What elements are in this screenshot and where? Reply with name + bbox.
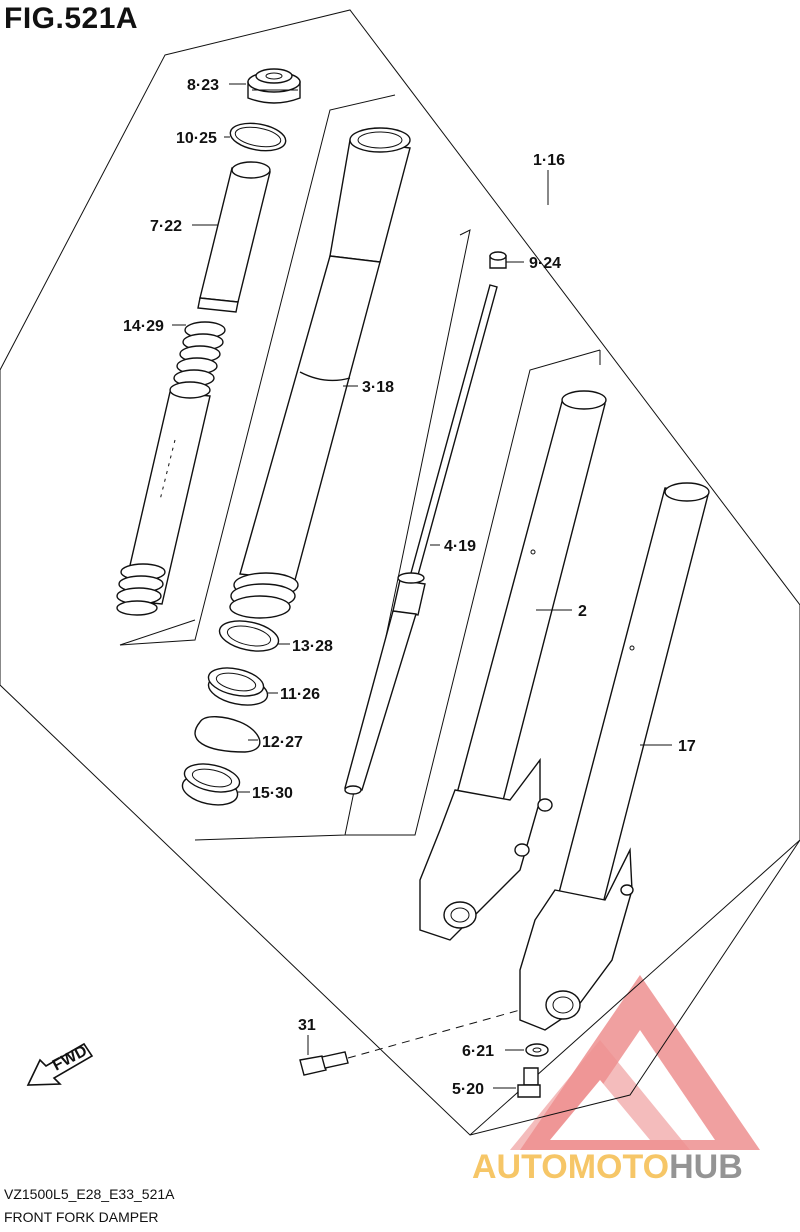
callout-11-26: 11·26 — [280, 686, 320, 703]
spacer-part — [197, 161, 271, 313]
callout-7-22: 7·22 — [150, 218, 182, 235]
callout-2: 2 — [578, 603, 587, 620]
nut-part — [489, 251, 507, 269]
watermark-text: AUTOMOTOHUB — [472, 1148, 743, 1186]
subassembly-box-middle — [194, 229, 471, 841]
callout-12-27: 12·27 — [262, 734, 303, 751]
callout-31: 31 — [298, 1017, 316, 1034]
fwd-label: FWD — [50, 1042, 90, 1074]
bolt-part — [299, 1009, 521, 1076]
callout-10-25: 10·25 — [176, 130, 217, 147]
small-washer-part — [525, 1043, 549, 1057]
leader-lines — [172, 83, 672, 1089]
dust-seal-part — [181, 763, 241, 806]
inner-tube-right-part — [519, 482, 710, 1031]
callout-6-21: 6·21 — [462, 1043, 494, 1060]
callout-9-24: 9·24 — [529, 255, 561, 272]
watermark-hub: HUB — [669, 1148, 743, 1186]
callout-14-29: 14·29 — [123, 318, 164, 335]
subassembly-box-bottom-right — [469, 839, 800, 1136]
figure-title: FIG.521A — [4, 2, 139, 35]
callout-13-28: 13·28 — [292, 638, 333, 655]
plug-bolt-part — [517, 1067, 541, 1098]
watermark-moto: MOTO — [568, 1148, 669, 1186]
watermark-logo — [510, 975, 760, 1150]
callout-17: 17 — [678, 738, 696, 755]
oil-seal-part — [207, 667, 269, 706]
assembly-outline — [0, 9, 800, 1136]
footer-diagram-code: VZ1500L5_E28_E33_521A — [4, 1186, 175, 1202]
o-ring-part — [229, 122, 287, 152]
spring-part — [116, 321, 226, 616]
outer-tube-part — [229, 127, 411, 619]
stopper-ring-part — [194, 716, 261, 753]
subassembly-box-left-bottom — [119, 619, 196, 646]
callout-15-30: 15·30 — [252, 785, 293, 802]
callout-8-23: 8·23 — [187, 77, 219, 94]
callout-1-16: 1·16 — [533, 152, 565, 169]
watermark-auto: AUTO — [472, 1148, 568, 1186]
callout-5-20: 5·20 — [452, 1081, 484, 1098]
damper-rod-part — [344, 284, 498, 795]
subassembly-box-left — [119, 94, 396, 646]
callout-4-19: 4·19 — [444, 538, 476, 555]
callout-3-18: 3·18 — [362, 379, 394, 396]
cap-bolt-part — [247, 68, 301, 104]
inner-tube-part — [419, 390, 607, 941]
washer-part — [218, 620, 280, 652]
svg-text:AUTOMOTOHUB: AUTOMOTOHUB — [472, 1148, 743, 1186]
fwd-arrow-icon: FWD — [26, 1042, 94, 1086]
footer-diagram-name: FRONT FORK DAMPER — [4, 1209, 159, 1225]
subassembly-box-right — [345, 349, 601, 836]
